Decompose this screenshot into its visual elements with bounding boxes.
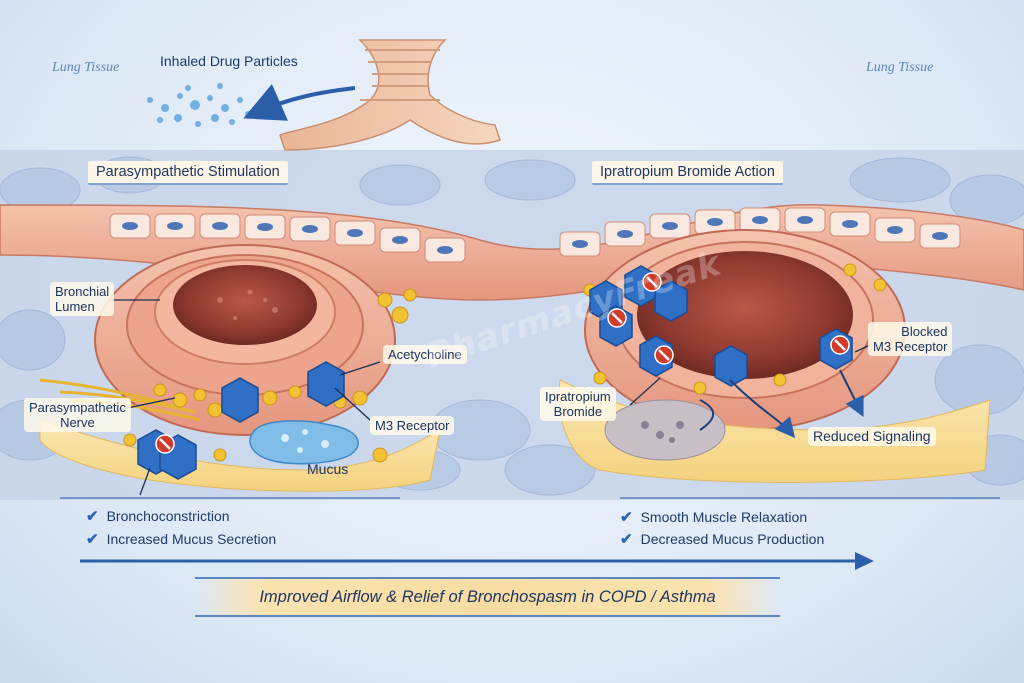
inhaled-particles-label: Inhaled Drug Particles — [160, 53, 298, 69]
lung-tissue-label-left: Lung Tissue — [52, 60, 120, 75]
m3-receptors-left — [137, 361, 345, 480]
signal-arrow — [699, 399, 715, 431]
constricted-lumen — [173, 265, 317, 345]
right-bronchus — [584, 229, 906, 431]
effect-text: Smooth Muscle Relaxation — [640, 509, 808, 525]
m3-receptor-label: M3 Receptor — [370, 416, 455, 435]
mucus-droplets — [281, 429, 329, 453]
no-entry-icon-group — [155, 272, 850, 454]
lung-tissue-label-right: Lung Tissue — [866, 60, 934, 75]
bronchial-lumen-label: Bronchial Lumen — [50, 282, 115, 316]
check-icon: ✔ — [620, 531, 633, 548]
drug-particles — [147, 83, 251, 127]
conclusion-text: Improved Airflow & Relief of Bronchospas… — [259, 587, 716, 606]
cell-nuclei — [122, 216, 948, 254]
reduced-arrow-1 — [729, 379, 796, 439]
inhaled-arrow — [243, 84, 356, 121]
check-icon: ✔ — [86, 508, 99, 525]
conclusion-banner: Improved Airflow & Relief of Bronchospas… — [195, 577, 780, 617]
gland — [604, 399, 726, 461]
check-icon: ✔ — [620, 509, 633, 526]
effect-right-2: ✔ Decreased Mucus Production — [620, 530, 824, 548]
progress-arrow-head — [855, 552, 874, 570]
left-panel-title: Parasympathetic Stimulation — [88, 161, 288, 185]
acetylcholine-label: Acetycholine — [383, 345, 467, 364]
right-panel-title: Ipratropium Bromide Action — [592, 161, 783, 185]
blocked-m3-receptor-label: Blocked M3 Receptor — [868, 322, 953, 356]
effect-left-1: ✔ Bronchoconstriction — [86, 507, 230, 525]
effect-text: Bronchoconstriction — [106, 508, 230, 524]
mucus-blob — [249, 420, 359, 465]
reduced-arrow-2 — [839, 369, 864, 418]
parasympathetic-nerve-label: Parasympathetic Nerve — [24, 398, 131, 432]
effect-left-2: ✔ Increased Mucus Secretion — [86, 530, 276, 548]
trachea — [279, 39, 501, 151]
mucus-label: Mucus — [307, 461, 349, 477]
check-icon: ✔ — [86, 531, 99, 548]
effect-text: Decreased Mucus Production — [640, 531, 825, 547]
ipratropium-bromide-label: Ipratropium Bromide — [540, 387, 616, 421]
effect-text: Increased Mucus Secretion — [106, 531, 277, 547]
relaxed-lumen — [637, 251, 853, 379]
effect-right-1: ✔ Smooth Muscle Relaxation — [620, 508, 807, 526]
reduced-signaling-label: Reduced Signaling — [808, 427, 936, 446]
